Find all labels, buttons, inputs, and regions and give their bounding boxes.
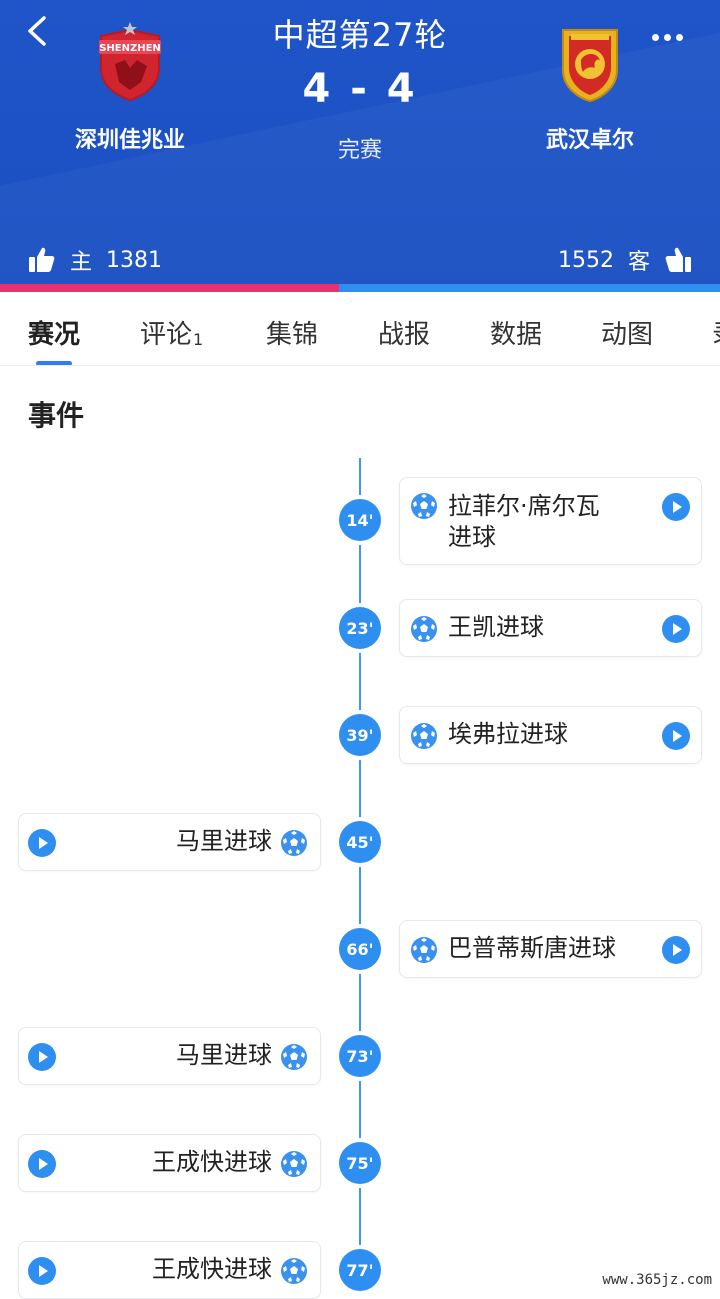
event-card[interactable]: 拉菲尔·席尔瓦 进球 xyxy=(399,477,702,565)
thumbs-up-icon[interactable] xyxy=(664,246,692,274)
tab-2[interactable]: 集锦 xyxy=(266,292,318,366)
football-icon xyxy=(410,936,438,964)
tab-label: 评论 xyxy=(140,320,192,350)
home-likes-count: 1381 xyxy=(106,248,162,273)
tab-label: 赛况 xyxy=(28,320,80,350)
tab-6[interactable]: 录 xyxy=(712,292,720,366)
home-likes-label: 主 xyxy=(70,244,92,276)
home-likes: 主 1381 xyxy=(28,244,162,276)
play-video-icon[interactable] xyxy=(27,1256,57,1286)
tab-label: 数据 xyxy=(490,320,542,350)
event-minute: 73' xyxy=(339,1035,381,1077)
event-text: 马里进球 xyxy=(176,1040,272,1071)
home-likes-bar xyxy=(0,284,339,292)
tab-badge: 1 xyxy=(193,330,203,349)
event-card[interactable]: 埃弗拉进球 xyxy=(399,706,702,764)
tab-label: 动图 xyxy=(601,320,653,350)
play-video-icon[interactable] xyxy=(661,935,691,965)
event-card[interactable]: 马里进球 xyxy=(18,1027,321,1085)
wuhan-crest-icon xyxy=(551,22,629,102)
tab-5[interactable]: 动图 xyxy=(601,292,653,366)
event-text: 王成快进球 xyxy=(152,1254,272,1285)
event-card[interactable]: 马里进球 xyxy=(18,813,321,871)
play-video-icon[interactable] xyxy=(661,614,691,644)
likes-ratio-bar xyxy=(0,284,720,292)
event-minute: 45' xyxy=(339,821,381,863)
event-minute: 39' xyxy=(339,714,381,756)
event-text: 巴普蒂斯唐进球 xyxy=(448,933,658,964)
football-icon xyxy=(410,722,438,750)
tab-4[interactable]: 数据 xyxy=(490,292,542,366)
play-video-icon[interactable] xyxy=(27,1149,57,1179)
event-text: 王凯进球 xyxy=(448,612,658,643)
away-likes-bar xyxy=(339,284,720,292)
away-likes-count: 1552 xyxy=(558,248,614,273)
play-video-icon[interactable] xyxy=(661,721,691,751)
event-minute: 66' xyxy=(339,928,381,970)
svg-text:SHENZHEN: SHENZHEN xyxy=(99,43,161,54)
football-icon xyxy=(410,492,438,520)
event-minute: 77' xyxy=(339,1249,381,1291)
event-minute: 14' xyxy=(339,499,381,541)
event-text: 埃弗拉进球 xyxy=(448,719,658,750)
events-section-title: 事件 xyxy=(28,394,84,434)
event-text: 马里进球 xyxy=(176,826,272,857)
football-icon xyxy=(280,1257,308,1285)
event-card[interactable]: 巴普蒂斯唐进球 xyxy=(399,920,702,978)
football-icon xyxy=(280,1043,308,1071)
event-text: 王成快进球 xyxy=(152,1147,272,1178)
football-icon xyxy=(280,829,308,857)
event-card[interactable]: 王成快进球 xyxy=(18,1241,321,1299)
tab-bar: 赛况 评论1 集锦 战报 数据 动图 录 xyxy=(0,292,720,366)
event-minute: 23' xyxy=(339,607,381,649)
tab-1[interactable]: 评论1 xyxy=(140,292,203,366)
watermark: www.365jz.com xyxy=(602,1272,712,1288)
home-team-name: 深圳佳兆业 xyxy=(30,122,230,154)
shenzhen-crest-icon: SHENZHEN xyxy=(91,22,169,102)
event-card[interactable]: 王成快进球 xyxy=(18,1134,321,1192)
thumbs-up-icon[interactable] xyxy=(28,246,56,274)
play-video-icon[interactable] xyxy=(661,492,691,522)
football-icon xyxy=(410,615,438,643)
play-video-icon[interactable] xyxy=(27,828,57,858)
away-likes-label: 客 xyxy=(628,244,650,276)
event-minute: 75' xyxy=(339,1142,381,1184)
play-video-icon[interactable] xyxy=(27,1042,57,1072)
away-team-name: 武汉卓尔 xyxy=(490,122,690,154)
event-text: 拉菲尔·席尔瓦 进球 xyxy=(448,491,658,553)
football-icon xyxy=(280,1150,308,1178)
match-header: 中超第27轮 4 - 4 完赛 SHENZHEN 深圳佳兆业 武汉卓尔 主 13… xyxy=(0,0,720,284)
tab-label: 战报 xyxy=(378,320,430,350)
tab-3[interactable]: 战报 xyxy=(378,292,430,366)
tab-label: 集锦 xyxy=(266,320,318,350)
away-team[interactable]: 武汉卓尔 xyxy=(490,22,690,154)
tab-0[interactable]: 赛况 xyxy=(28,292,80,366)
away-likes: 1552 客 xyxy=(558,244,692,276)
tab-label: 录 xyxy=(712,320,720,350)
event-card[interactable]: 王凯进球 xyxy=(399,599,702,657)
home-team[interactable]: SHENZHEN 深圳佳兆业 xyxy=(30,22,230,154)
